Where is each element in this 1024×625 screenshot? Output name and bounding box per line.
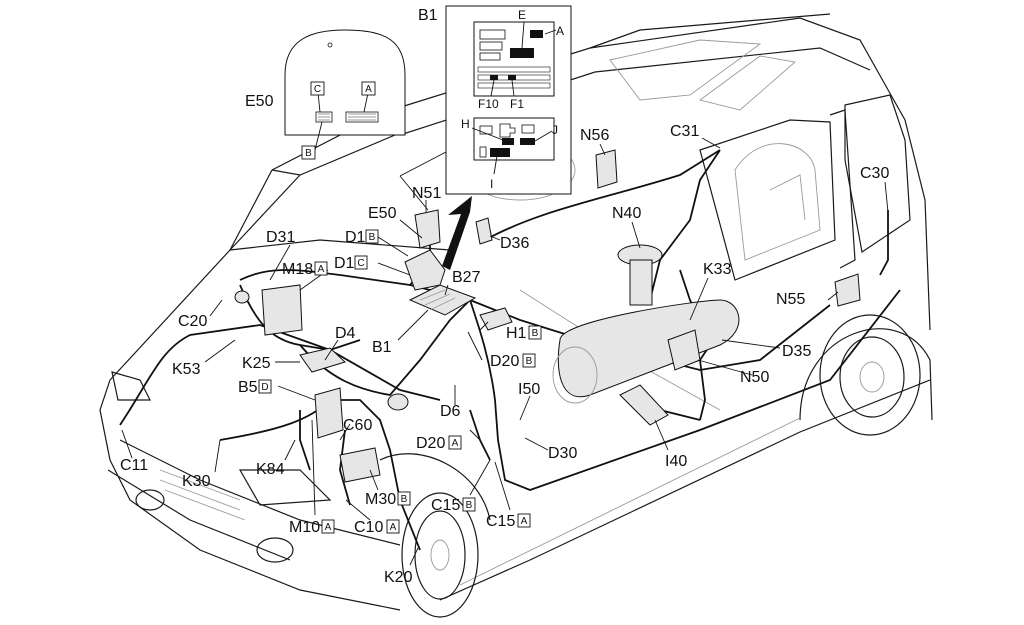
svg-text:C: C (357, 258, 364, 269)
label-c-box: C (314, 84, 321, 95)
label-d31: D31 (266, 229, 295, 246)
e50-unit (404, 249, 446, 291)
pointer-arrow (442, 196, 472, 270)
label-d35: D35 (782, 343, 811, 360)
label-i40: I40 (665, 453, 687, 470)
label-k25: K25 (242, 355, 271, 372)
label-n56: N56 (580, 127, 609, 144)
label-m18: M18 (282, 261, 313, 278)
label-d36: D36 (500, 235, 529, 252)
label-c15-b: C15 (431, 497, 460, 514)
svg-text:B: B (369, 232, 376, 243)
svg-text:B: B (526, 356, 533, 367)
svg-text:B: B (532, 328, 539, 339)
n56-unit (595, 149, 618, 189)
label-j: J (552, 123, 558, 137)
label-e: E (518, 8, 526, 22)
label-f1: F1 (510, 97, 524, 111)
label-c10: C10 (354, 519, 383, 536)
svg-text:B: B (466, 500, 473, 511)
leader-lines (121, 137, 889, 566)
label-k84: K84 (256, 461, 285, 478)
svg-text:A: A (325, 522, 332, 533)
label-b-box: B (305, 148, 312, 159)
svg-text:A: A (390, 522, 397, 533)
label-e50-inset: E50 (245, 93, 274, 110)
label-h: H (461, 117, 470, 131)
fuel-tank (557, 299, 740, 398)
label-d4: D4 (335, 325, 356, 342)
label-d30: D30 (548, 445, 577, 462)
label-i50: I50 (518, 381, 540, 398)
n51-unit (414, 209, 441, 249)
label-b27: B27 (452, 269, 481, 286)
labels: B1 E A F10 F1 H J I E50 C A B N51 E50 D3… (120, 7, 889, 586)
svg-text:A: A (318, 264, 325, 275)
label-c31: C31 (670, 123, 699, 140)
label-e50: E50 (368, 205, 397, 222)
svg-text:A: A (452, 438, 459, 449)
label-c15-a: C15 (486, 513, 515, 530)
svg-text:D: D (261, 382, 268, 393)
label-h1: H1 (506, 325, 527, 342)
label-c60: C60 (343, 417, 372, 434)
inset-e50 (284, 29, 406, 151)
label-k30: K30 (182, 473, 211, 490)
label-a-box: A (365, 84, 372, 95)
label-d20-a: D20 (416, 435, 445, 452)
label-d1-c: D1 (334, 255, 355, 272)
inset-b1 (445, 5, 572, 195)
label-c11: C11 (120, 457, 148, 474)
label-m10: M10 (289, 519, 320, 536)
label-d20-b: D20 (490, 353, 519, 370)
label-d1: D1 (345, 229, 366, 246)
label-b1: B1 (372, 339, 392, 356)
label-n50: N50 (740, 369, 769, 386)
components (234, 149, 861, 483)
label-a-top: A (556, 24, 564, 38)
label-k33: K33 (703, 261, 732, 278)
label-n51: N51 (412, 185, 441, 202)
label-f10: F10 (478, 97, 499, 111)
label-n55: N55 (776, 291, 805, 308)
fuse-box-b1 (408, 284, 477, 316)
label-b1-inset: B1 (418, 7, 438, 24)
label-c30: C30 (860, 165, 889, 182)
svg-text:B: B (401, 494, 408, 505)
svg-text:A: A (521, 516, 528, 527)
label-k20: K20 (384, 569, 413, 586)
label-n40: N40 (612, 205, 641, 222)
label-b5: B5 (238, 379, 258, 396)
label-d6: D6 (440, 403, 461, 420)
label-c20: C20 (178, 313, 207, 330)
label-k53: K53 (172, 361, 201, 378)
label-m30: M30 (365, 491, 396, 508)
label-i: I (490, 177, 493, 191)
